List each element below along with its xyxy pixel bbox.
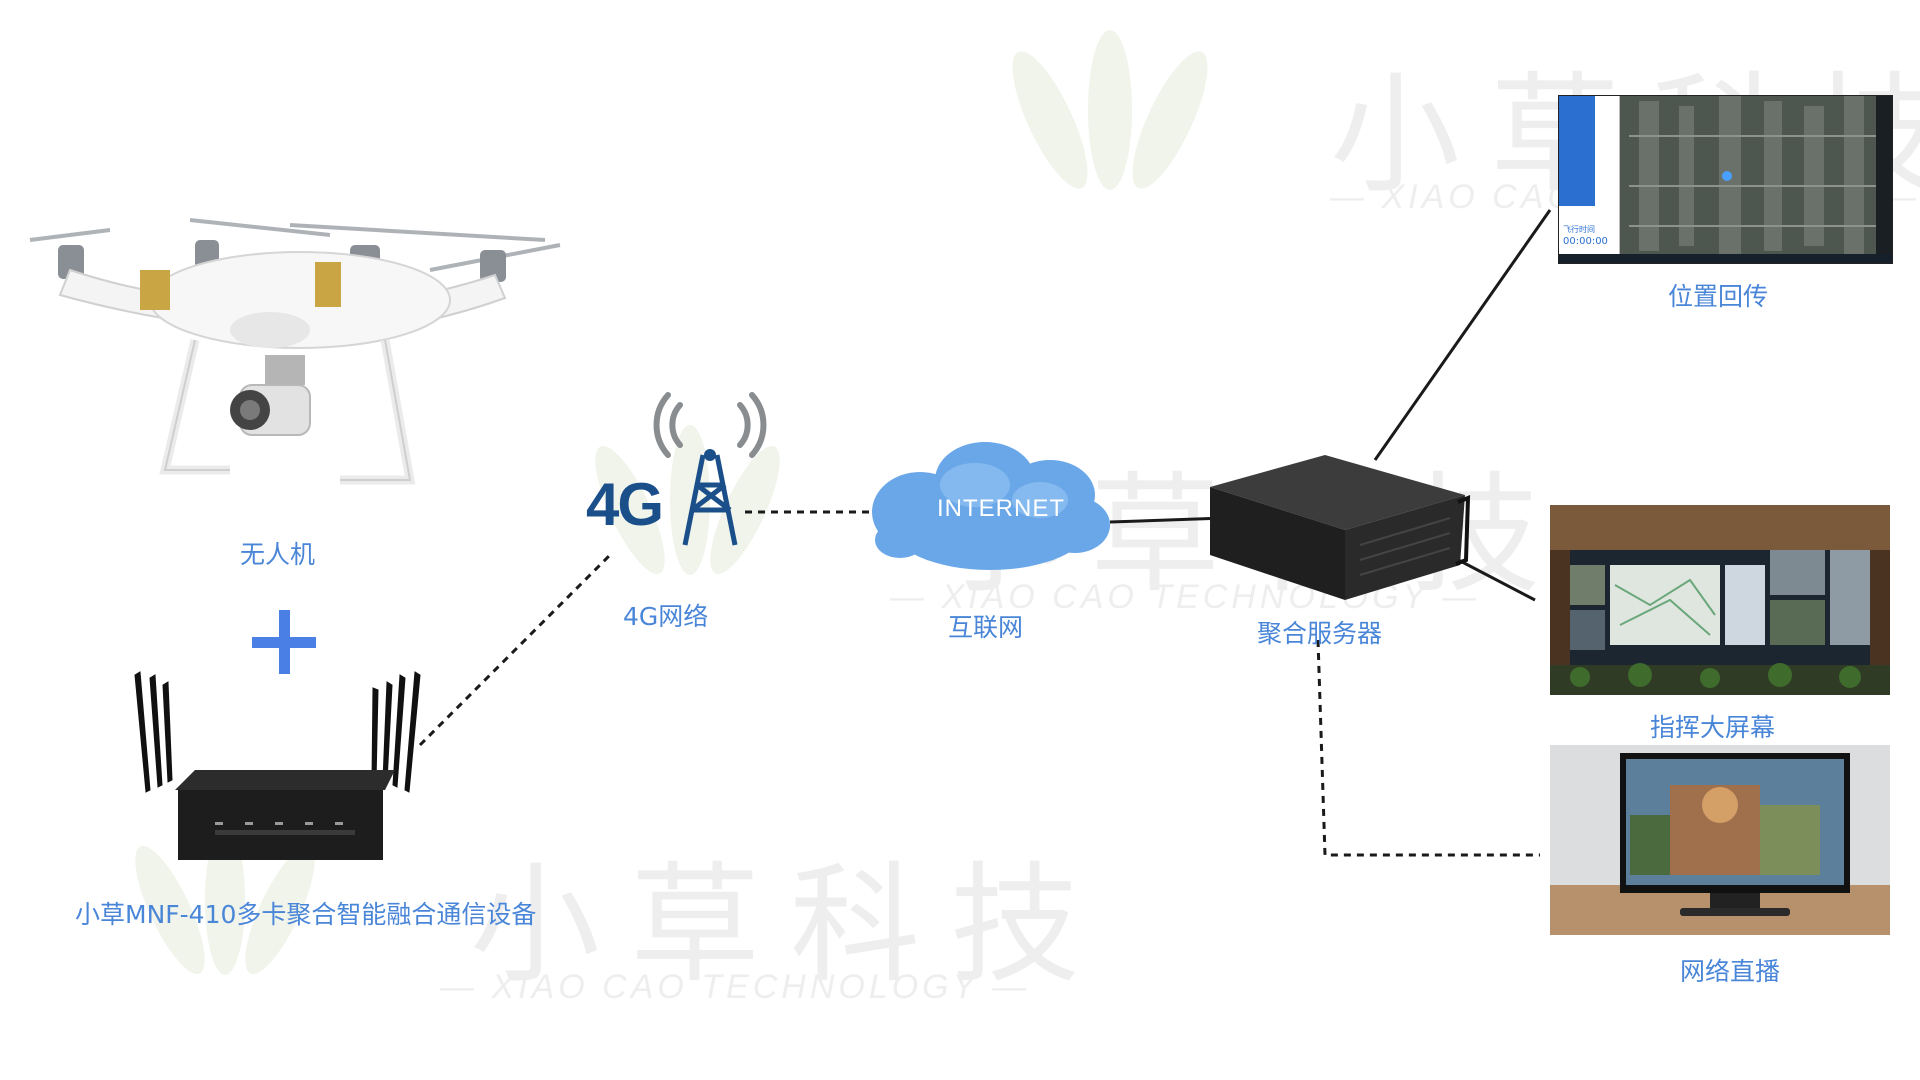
live-label: 网络直播 xyxy=(1680,957,1781,986)
drone-label: 无人机 xyxy=(240,540,316,569)
command-screen-image xyxy=(1550,505,1890,695)
map-info-sidebar: 飞行时间 00:00:00 xyxy=(1559,96,1620,254)
server-label: 聚合服务器 xyxy=(1257,619,1383,648)
position-map-panel: 飞行时间 00:00:00 xyxy=(1558,95,1893,264)
map-timer: 00:00:00 xyxy=(1563,236,1608,247)
watermark-bottom-sub: — XIAO CAO TECHNOLOGY — xyxy=(440,968,1031,1006)
device-label: 小草MNF-410多卡聚合智能融合通信设备 xyxy=(75,900,537,929)
link-device-4g xyxy=(418,553,612,747)
position-label: 位置回传 xyxy=(1668,282,1769,311)
cloud-text: INTERNET xyxy=(937,495,1065,522)
live-monitor-image xyxy=(1550,745,1890,935)
live-monitor-panel xyxy=(1550,745,1890,935)
command-screen-panel xyxy=(1550,505,1890,695)
internet-label: 互联网 xyxy=(948,613,1024,642)
link-server-position xyxy=(1373,209,1552,461)
network-4g-label: 4G网络 xyxy=(623,602,709,631)
link-internet-server xyxy=(1109,516,1226,524)
watermark-bottom: 小草科技 xyxy=(470,849,1111,1001)
map-timer-label: 飞行时间 xyxy=(1563,225,1595,234)
link-server-live xyxy=(1316,639,1540,857)
badge-4g: 4G xyxy=(586,471,664,538)
command-label: 指挥大屏幕 xyxy=(1650,713,1776,742)
